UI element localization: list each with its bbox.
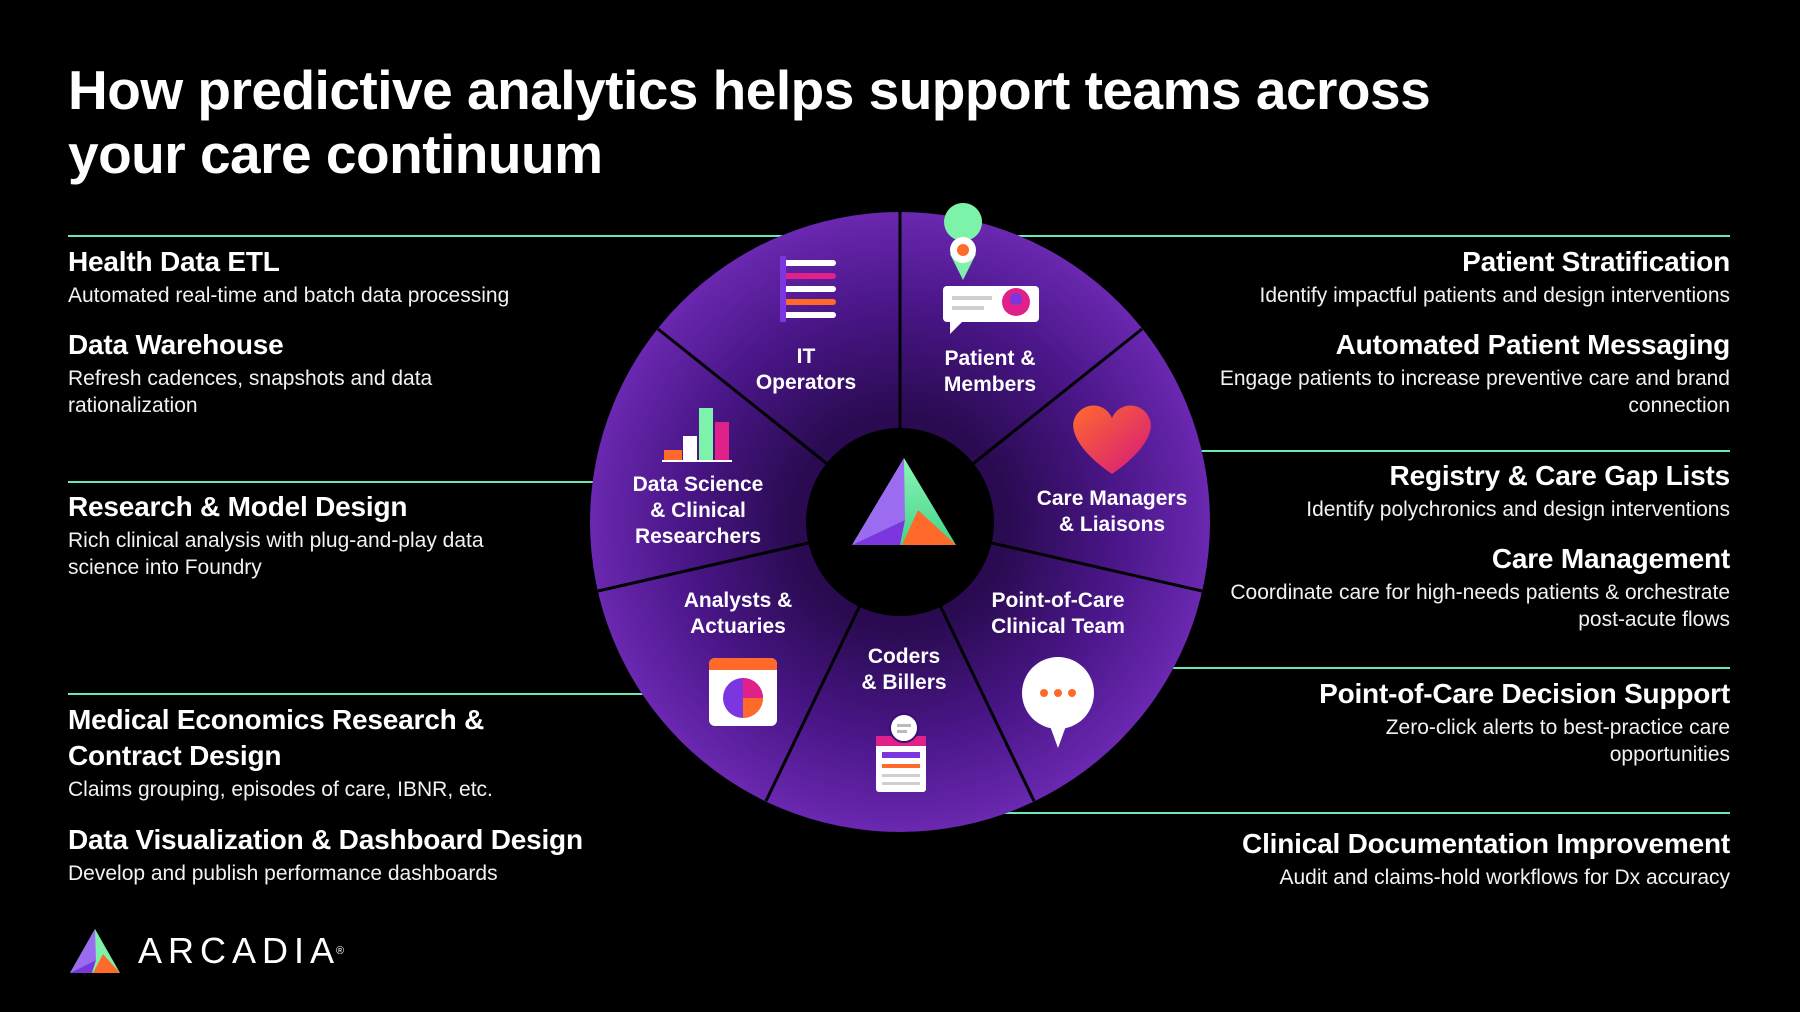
right-item-care-management: Care Management Coordinate care for high… xyxy=(1230,541,1730,633)
item-description: Rich clinical analysis with plug-and-pla… xyxy=(68,529,484,579)
heart-icon xyxy=(1073,405,1151,474)
left-item-research-model-design: Research & Model Design Rich clinical an… xyxy=(68,489,548,581)
segment-label-line: & Liaisons xyxy=(1058,513,1166,536)
item-heading: Research & Model Design xyxy=(68,491,408,522)
item-heading: Care Management xyxy=(1491,543,1730,574)
item-description: Automated real-time and batch data proce… xyxy=(68,284,510,307)
title-line-2: your care continuum xyxy=(68,123,603,185)
segment-label-line: Operators xyxy=(755,371,857,394)
item-heading: Clinical Documentation Improvement xyxy=(1242,828,1730,859)
item-description: Zero-click alerts to best-practice care … xyxy=(1385,716,1730,766)
item-description: Identify impactful patients and design i… xyxy=(1259,284,1730,307)
right-item-automated-patient-messaging: Automated Patient Messaging Engage patie… xyxy=(1190,327,1730,419)
segment-label-coders-billers: Coders & Billers xyxy=(804,644,1004,696)
item-description: Refresh cadences, snapshots and data rat… xyxy=(68,367,433,417)
segment-label-line: Patient & xyxy=(944,347,1036,370)
logo-wordmark: ARCADIA xyxy=(138,930,341,971)
left-item-data-visualization: Data Visualization & Dashboard Design De… xyxy=(68,822,688,887)
item-heading: Point-of-Care Decision Support xyxy=(1319,678,1730,709)
logo-registered-mark: ® xyxy=(336,945,345,957)
right-item-clinical-documentation: Clinical Documentation Improvement Audit… xyxy=(1130,826,1730,891)
segment-label-line: & Clinical xyxy=(650,499,746,522)
left-item-health-data-etl: Health Data ETL Automated real-time and … xyxy=(68,244,628,309)
right-item-point-of-care-decision-support: Point-of-Care Decision Support Zero-clic… xyxy=(1290,676,1730,768)
segment-label-data-science: Data Science & Clinical Researchers xyxy=(598,472,798,550)
item-heading: Patient Stratification xyxy=(1462,246,1730,277)
arcadia-logo-icon xyxy=(70,929,120,973)
item-heading: Health Data ETL xyxy=(68,246,280,277)
arcadia-logo: ARCADIA ® xyxy=(68,926,344,976)
segment-label-point-of-care: Point-of-Care Clinical Team xyxy=(958,588,1158,640)
item-description: Develop and publish performance dashboar… xyxy=(68,862,498,885)
pie-window-icon xyxy=(709,658,777,726)
item-description: Claims grouping, episodes of care, IBNR,… xyxy=(68,778,493,801)
segment-label-line: Point-of-Care xyxy=(991,589,1125,612)
chat-bubble-icon xyxy=(1022,657,1094,748)
item-heading: Medical Economics Research & Contract De… xyxy=(68,704,485,771)
segment-label-line: Analysts & xyxy=(683,589,793,612)
right-item-registry-care-gap: Registry & Care Gap Lists Identify polyc… xyxy=(1170,458,1730,523)
item-description: Coordinate care for high-needs patients … xyxy=(1230,581,1730,631)
title-line-1: How predictive analytics helps support t… xyxy=(68,59,1431,121)
segment-label-line: IT xyxy=(796,345,816,368)
left-item-medical-economics: Medical Economics Research & Contract De… xyxy=(68,702,528,803)
segment-label-analysts-actuaries: Analysts & Actuaries xyxy=(638,588,838,640)
item-heading: Data Warehouse xyxy=(68,329,284,360)
segment-label-line: Members xyxy=(943,373,1037,396)
item-description: Identify polychronics and design interve… xyxy=(1306,498,1730,521)
segment-label-line: Care Managers xyxy=(1036,487,1188,510)
segment-label-line: Clinical Team xyxy=(991,615,1125,638)
clipboard-form-icon xyxy=(876,713,926,792)
item-heading: Data Visualization & Dashboard Design xyxy=(68,824,583,855)
segment-label-line: Coders xyxy=(867,645,941,668)
patient-message-icon xyxy=(943,203,1039,334)
segment-label-patient-members: Patient & Members xyxy=(890,346,1090,398)
segment-label-line: Actuaries xyxy=(690,615,786,638)
item-description: Engage patients to increase preventive c… xyxy=(1219,367,1730,417)
bar-chart-icon xyxy=(662,408,732,462)
arcadia-center-logo-icon xyxy=(852,458,956,545)
segment-label-care-managers: Care Managers & Liaisons xyxy=(1012,486,1212,538)
segment-label-line: & Billers xyxy=(861,671,947,694)
segment-label-line: Researchers xyxy=(634,525,762,548)
item-heading: Registry & Care Gap Lists xyxy=(1389,460,1731,491)
right-item-patient-stratification: Patient Stratification Identify impactfu… xyxy=(1170,244,1731,309)
item-description: Audit and claims-hold workflows for Dx a… xyxy=(1279,866,1731,889)
left-item-data-warehouse: Data Warehouse Refresh cadences, snapsho… xyxy=(68,327,508,419)
list-bars-icon xyxy=(780,256,836,322)
page-title: How predictive analytics helps support t… xyxy=(68,58,1568,186)
item-heading: Automated Patient Messaging xyxy=(1335,329,1731,360)
segment-label-line: Data Science xyxy=(632,473,764,496)
segment-label-it-operators: IT Operators xyxy=(706,344,906,396)
